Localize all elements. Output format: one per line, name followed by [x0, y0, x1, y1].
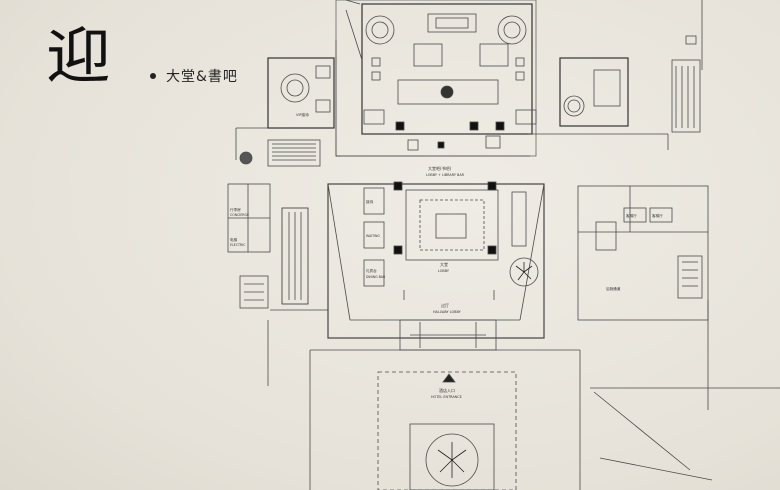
- label-waiting: WAITING: [366, 234, 380, 238]
- label-lobby-bar: 大堂吧(书吧): [428, 165, 452, 171]
- left-service-core: [227, 183, 328, 386]
- label-concierge: 行李房: [230, 207, 241, 212]
- label-electric: 电梯: [230, 237, 238, 242]
- entrance-area: [309, 319, 780, 490]
- label-lobby-en: LOBBY: [438, 269, 450, 273]
- plan-labels: 大堂吧(书吧) LOBBY + LIBRARY BAR 大堂 LOBBY 过厅 …: [230, 112, 663, 399]
- label-hallway-en: HALLWAY LOBBY: [433, 310, 462, 314]
- page-heading: 迎: [46, 22, 186, 102]
- label-concierge-en: CONCIERGE: [230, 213, 249, 217]
- label-dining: 礼宾台: [366, 268, 377, 273]
- label-lobby-bar-en: LOBBY + LIBRARY BAR: [426, 173, 465, 177]
- label-lift-b: 客梯厅: [652, 213, 663, 218]
- label-lobby: 大堂: [440, 261, 448, 267]
- right-service-core: [577, 185, 709, 410]
- label-entrance: 酒店入口: [439, 387, 455, 393]
- page-subtitle: 大堂&書吧: [166, 69, 238, 85]
- label-business: 后勤通道: [606, 286, 621, 291]
- label-hallway: 过厅: [441, 302, 449, 308]
- label-reception: 接待: [366, 199, 374, 204]
- left-upper-room: [235, 57, 335, 167]
- label-entrance-en: HOTEL ENTRANCE: [431, 395, 462, 399]
- label-vip: VIP接待: [296, 112, 309, 117]
- label-electric-en: ELECTRIC: [230, 243, 246, 247]
- label-lift-a: 客梯厅: [626, 213, 637, 218]
- right-upper-room: [528, 0, 703, 150]
- label-dining-en: DINING BAR: [366, 275, 386, 279]
- upper-lounge-block: [335, 0, 537, 157]
- lobby-block: [327, 181, 545, 339]
- title-calligraphy: 迎: [46, 22, 111, 92]
- bullet-dot: [150, 73, 156, 79]
